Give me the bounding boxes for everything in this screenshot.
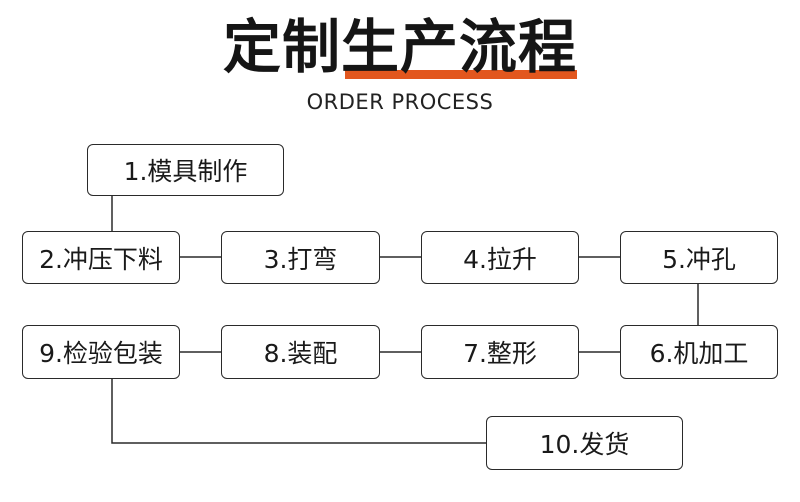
step-10-shipping: 10.发货 bbox=[486, 416, 683, 470]
step-8-assembly: 8.装配 bbox=[221, 325, 380, 379]
page-title: 定制生产流程 bbox=[222, 13, 577, 81]
step-3-bending: 3.打弯 bbox=[221, 231, 380, 284]
step-6-machining: 6.机加工 bbox=[620, 325, 778, 379]
step-5-punching: 5.冲孔 bbox=[620, 231, 778, 284]
step-2-stamping-blanking: 2.冲压下料 bbox=[22, 231, 180, 284]
step-7-shaping: 7.整形 bbox=[421, 325, 579, 379]
step-9-inspection-packaging: 9.检验包装 bbox=[22, 325, 180, 379]
title-block: 定制生产流程 bbox=[0, 12, 800, 82]
page-subtitle: ORDER PROCESS bbox=[306, 90, 494, 114]
step-1-mold-making: 1.模具制作 bbox=[87, 144, 284, 196]
title-accent-underline bbox=[345, 70, 577, 79]
connector-9-10 bbox=[111, 379, 486, 444]
step-4-drawing: 4.拉升 bbox=[421, 231, 579, 284]
